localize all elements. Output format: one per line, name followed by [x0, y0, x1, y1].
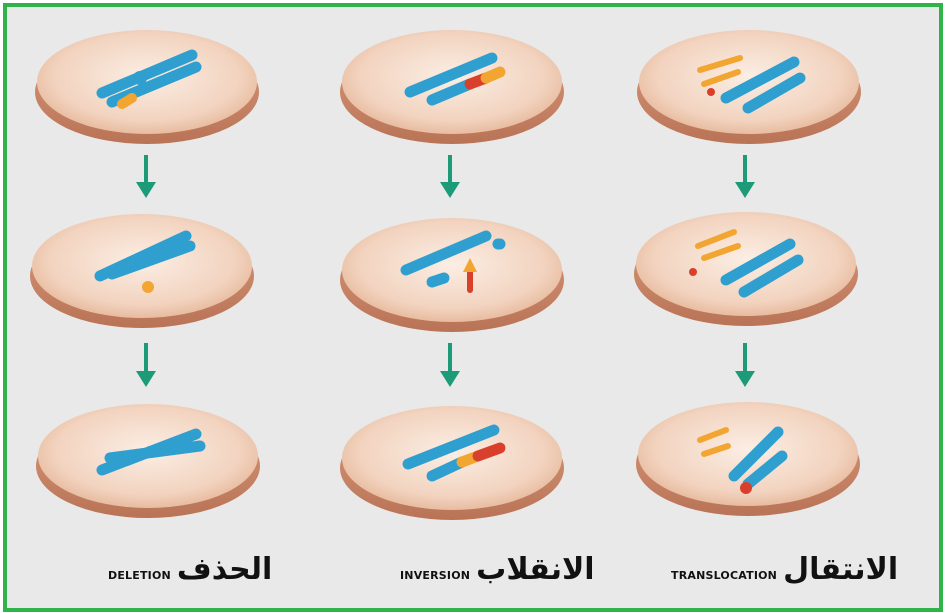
label-inversion-ar: الانقلاب	[476, 552, 594, 587]
arrow-down-icon	[735, 343, 755, 387]
arrow-down-icon	[136, 155, 156, 198]
arrow-down-icon	[440, 155, 460, 198]
label-translocation: TRANSLOCATION الانتقال	[671, 552, 898, 592]
arrow-down-icon	[440, 343, 460, 387]
cell-deletion-3	[36, 404, 260, 518]
label-inversion-en: INVERSION	[400, 569, 470, 582]
label-deletion-en: DELETION	[108, 569, 171, 582]
label-inversion: INVERSION الانقلاب	[400, 552, 595, 592]
arrow-down-icon	[735, 155, 755, 198]
arrow-down-icon	[136, 343, 156, 387]
label-deletion-ar: الحذف	[177, 552, 272, 587]
cell-inversion-2	[340, 218, 564, 332]
cell-deletion-2	[30, 214, 254, 328]
label-translocation-en: TRANSLOCATION	[671, 569, 777, 582]
label-deletion: DELETION الحذف	[108, 552, 272, 592]
label-translocation-ar: الانتقال	[783, 552, 898, 587]
